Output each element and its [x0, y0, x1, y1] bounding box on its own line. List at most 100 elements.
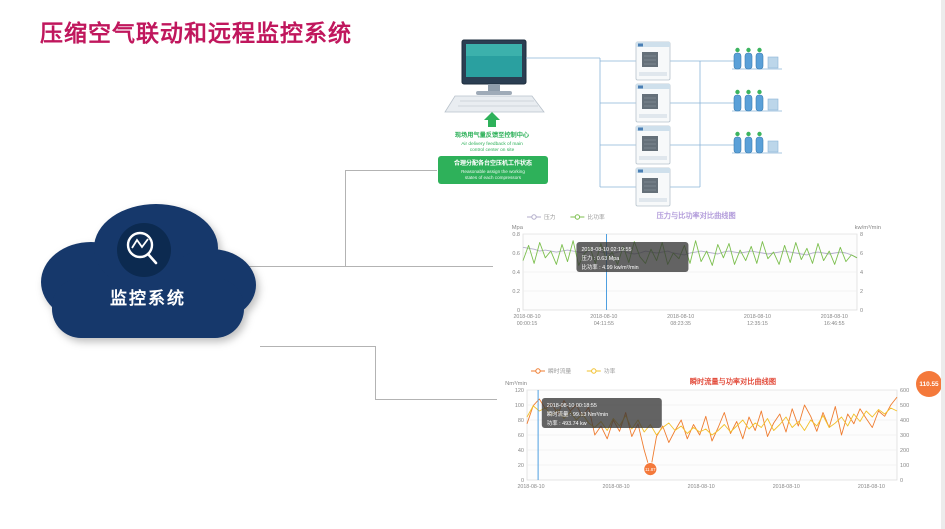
left-tick-label: 0.4	[512, 270, 520, 276]
cabinet-grille	[642, 178, 658, 193]
control-diagram: 现场用气量反馈至控制中心 Air delivery feedback of ma…	[438, 39, 782, 207]
left-tick-label: 0	[517, 308, 520, 314]
left-tick-label: 0	[521, 478, 524, 484]
x-tick-label: 04:11:55	[594, 321, 614, 327]
magnifier-icon-circle	[117, 223, 171, 277]
dryer-valve	[757, 131, 762, 137]
cabinet-vent	[639, 114, 667, 118]
end-badge	[916, 371, 942, 397]
chart-title: 压力与比功率对比曲线图	[657, 211, 736, 220]
dryer-valve	[735, 131, 740, 137]
assign-text-en1: Reasonable assign the working	[461, 169, 525, 174]
left-tick-label: 100	[515, 403, 524, 409]
x-tick-label: 08:23:35	[670, 321, 691, 327]
tooltip-text: 功率 : 493.74 kw	[547, 419, 587, 427]
connector-to-flow-chart-b	[375, 346, 376, 399]
dryer-cylinder	[755, 136, 764, 154]
x-tick-label: 2018-08-10	[744, 314, 771, 320]
right-tick-label: 400	[900, 418, 909, 424]
tooltip-box	[541, 398, 662, 428]
connector-to-pressure-chart	[248, 266, 493, 267]
point-badge	[643, 462, 658, 476]
legend-label: 比功率	[587, 213, 605, 221]
up-arrow-icon	[484, 112, 500, 127]
tooltip-text: 2018-08-10 00:18:55	[547, 403, 597, 409]
cabinet-top-band	[636, 84, 670, 89]
chart-title: 瞬时流量与功率对比曲线图	[690, 377, 776, 386]
cabinet-grille	[642, 136, 658, 151]
magnifier-icon	[126, 231, 158, 265]
magnifier-handle	[146, 252, 158, 265]
magnifier-lens	[126, 231, 154, 259]
monitor-stand	[488, 84, 500, 91]
cabinet-logo	[638, 43, 643, 47]
dryer-cylinder	[733, 136, 742, 154]
x-tick-label: 2018-08-10	[773, 484, 800, 490]
legend-marker-dot	[591, 368, 597, 374]
dryer-cylinder	[755, 52, 764, 70]
dryer-valve	[735, 47, 740, 53]
dryer-cylinder	[733, 94, 742, 112]
left-tick-label: 80	[518, 418, 524, 424]
dryer-valve	[757, 89, 762, 95]
x-tick-label: 00:00:15	[517, 321, 538, 327]
legend-label: 功率	[604, 367, 616, 375]
cabinet-grille	[642, 94, 658, 109]
right-tick-label: 8	[860, 232, 863, 238]
left-tick-label: 40	[518, 448, 524, 454]
left-tick-label: 0.2	[512, 289, 520, 295]
compressor-network	[526, 41, 782, 207]
left-tick-label: 20	[518, 463, 524, 469]
cabinet-logo	[638, 169, 643, 173]
x-tick-label: 2018-08-10	[667, 314, 694, 320]
right-tick-label: 0	[900, 478, 903, 484]
monitoring-cloud: 监控系统	[36, 190, 261, 350]
left-axis-label: Mpa	[512, 225, 524, 231]
right-axis-label: kw/m³/min	[855, 225, 881, 231]
end-badge-label: 110.55	[919, 381, 939, 388]
control-diagram-panel: 现场用气量反馈至控制中心 Air delivery feedback of ma…	[430, 28, 840, 213]
legend-label: 压力	[544, 213, 556, 221]
tooltip-text: 瞬时流量 : 99.13 Nm³/min	[547, 410, 608, 418]
connector-to-flow-chart-a	[260, 346, 375, 347]
cabinet-top-band	[636, 168, 670, 173]
dryer-valve	[746, 131, 751, 137]
x-tick-label: 2018-08-10	[688, 484, 715, 490]
keyboard	[444, 95, 545, 113]
computer-workstation	[444, 39, 545, 113]
cabinet-top-band	[636, 42, 670, 47]
left-axis-label: Nm³/min	[505, 381, 527, 387]
x-tick-label: 2018-08-10	[603, 484, 630, 490]
x-tick-label: 2018-08-10	[821, 314, 848, 320]
dryer-valve	[746, 47, 751, 53]
x-tick-label: 2018-08-10	[590, 314, 617, 320]
cabinet-vent	[639, 198, 667, 202]
tooltip-text: 压力 : 0.63 Mpa	[581, 254, 619, 262]
cabinet-grille	[642, 52, 658, 67]
screen-glare	[466, 44, 522, 56]
trend-line-icon	[131, 238, 149, 249]
dryer-cylinder	[744, 94, 753, 112]
right-tick-label: 200	[900, 448, 909, 454]
tooltip-text: 比功率 : 4.99 kw/m³/min	[581, 263, 638, 271]
left-tick-label: 120	[515, 388, 524, 394]
dryer-cylinder	[755, 94, 764, 112]
dryer-valve	[735, 89, 740, 95]
feedback-text-cn: 现场用气量反馈至控制中心	[455, 131, 530, 139]
assign-text-en2: states of each compressors	[465, 175, 522, 180]
right-tick-label: 100	[900, 463, 909, 469]
legend-marker-dot	[574, 214, 581, 220]
right-tick-label: 0	[860, 308, 863, 314]
x-tick-label: 16:46:55	[824, 321, 845, 327]
cabinet-vent	[639, 72, 667, 76]
cabinet-vent	[639, 156, 667, 160]
left-tick-label: 0.8	[512, 232, 520, 238]
right-tick-label: 6	[860, 251, 863, 257]
legend-marker-dot	[531, 214, 537, 220]
dryer-cylinder	[744, 136, 753, 154]
x-tick-label: 2018-08-10	[513, 314, 540, 320]
dryer-valve	[757, 47, 762, 53]
